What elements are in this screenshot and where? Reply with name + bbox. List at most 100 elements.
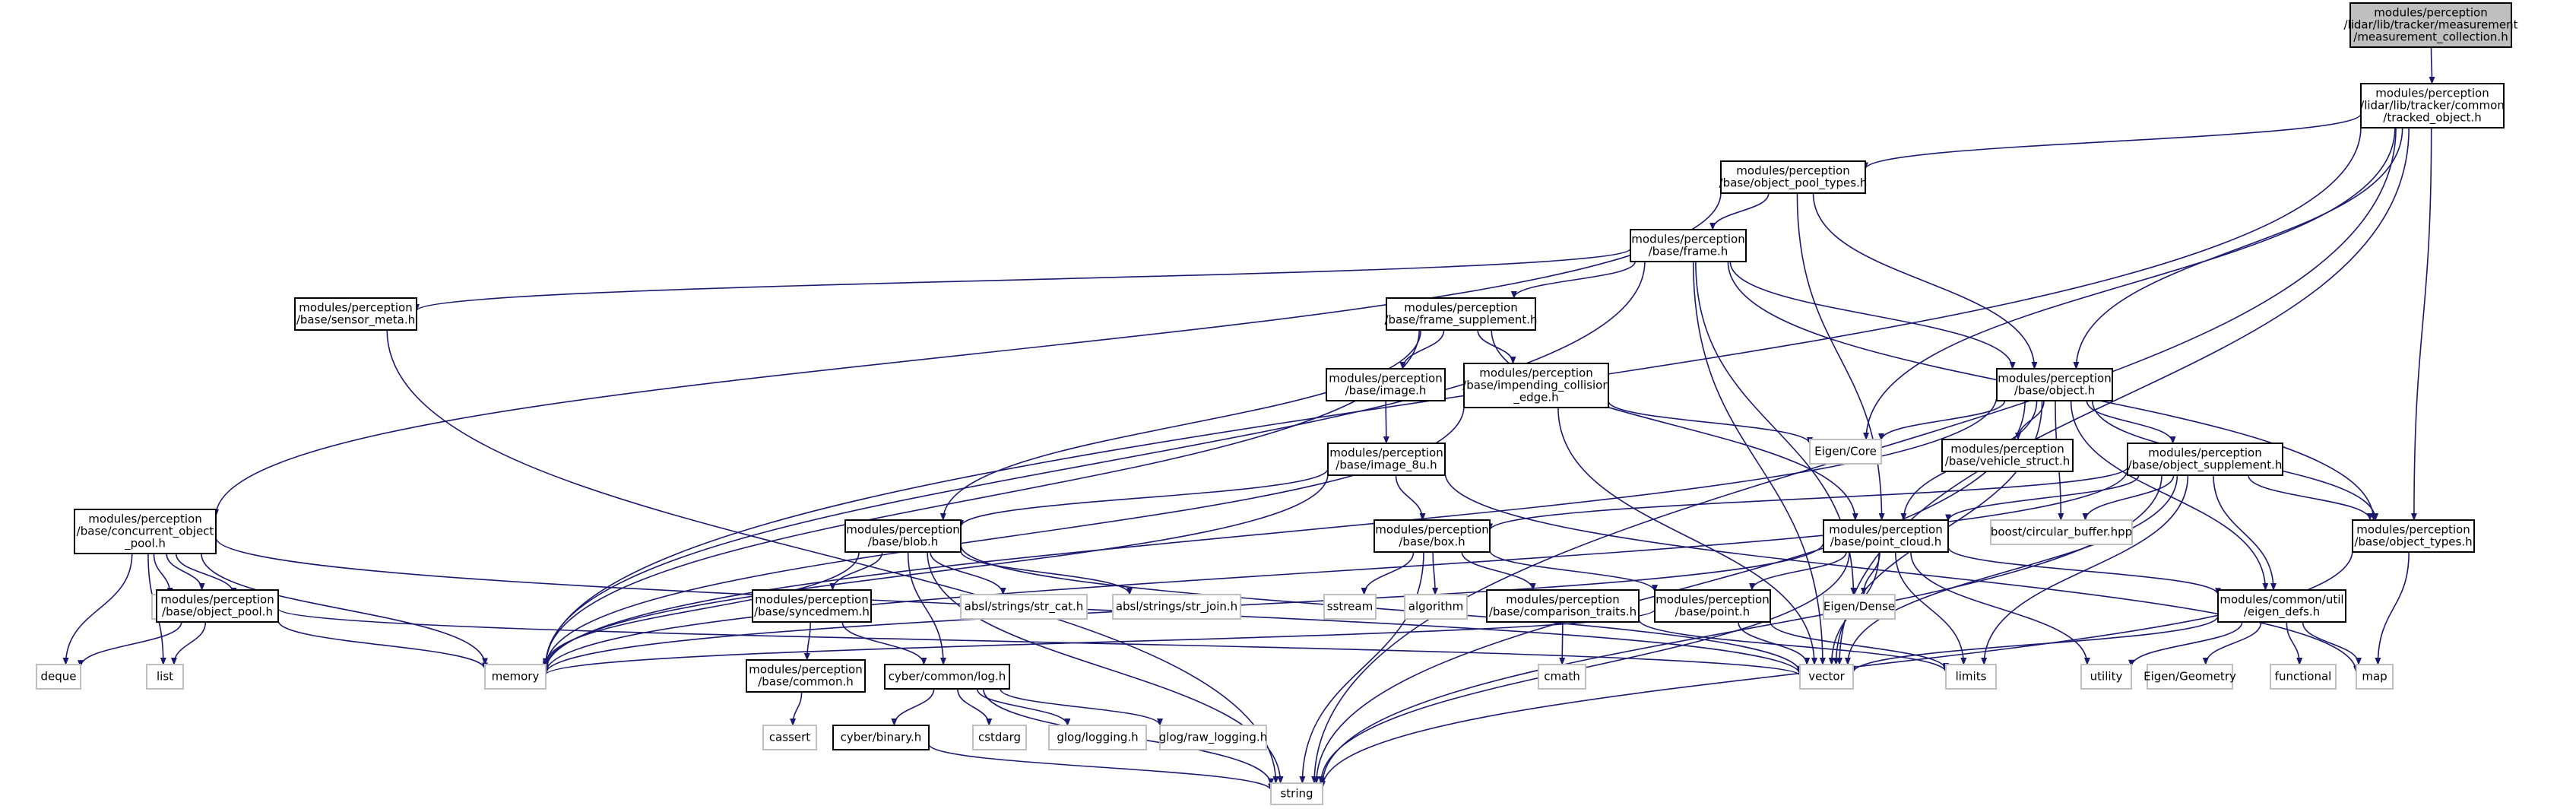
node-label-object_supplement-line-1: /base/object_supplement.h (2128, 458, 2283, 472)
node-box-object_types (2352, 519, 2475, 553)
edge-base_common-to-cassert (790, 691, 803, 726)
node-frame[interactable]: modules/perception/base/frame.h (1630, 229, 1747, 262)
edge-object-to-object_supplement (2086, 400, 2176, 444)
node-sstream: sstream (1323, 594, 1377, 620)
node-label-object_types-line-1: /base/object_types.h (2354, 535, 2472, 549)
node-label-limits-line-0: limits (1956, 669, 1987, 683)
node-cyber_log[interactable]: cyber/common/log.h (884, 664, 1010, 690)
node-comparison_traits[interactable]: modules/perception/base/comparison_trait… (1486, 589, 1640, 623)
node-label-sensor_meta-line-1: /base/sensor_meta.h (296, 312, 415, 327)
node-box-str_join (1112, 594, 1241, 620)
edge-blob-to-memory (543, 551, 860, 667)
edge-eigen_defs-to-eigen_geometry (2202, 621, 2262, 665)
node-box-comparison_traits (1486, 589, 1640, 623)
edge-tracked_object-to-object (2073, 127, 2403, 370)
node-eigen_defs[interactable]: modules/common/util/eigen_defs.h (2217, 589, 2346, 623)
node-utility: utility (2080, 664, 2132, 690)
node-label-tracked_object-line-2: /tracked_object.h (2383, 110, 2481, 125)
node-box[interactable]: modules/perception/base/box.h (1374, 519, 1491, 553)
node-label-syncedmem-line-0: modules/perception (755, 592, 868, 606)
node-tracked_object[interactable]: modules/perception/lidar/lib/tracker/com… (2360, 83, 2505, 128)
node-label-object-line-0: modules/perception (1998, 371, 2111, 385)
edge-frame-to-vector (1692, 261, 1826, 665)
node-map: map (2356, 664, 2394, 690)
node-cassert: cassert (762, 725, 817, 750)
node-box-str_cat (960, 594, 1088, 620)
node-image[interactable]: modules/perception/base/image.h (1326, 368, 1446, 401)
node-image_8u[interactable]: modules/perception/base/image_8u.h (1327, 443, 1446, 476)
node-label-frame-line-1: /base/frame.h (1649, 244, 1728, 258)
node-box-object (1996, 368, 2113, 401)
node-label-concurrent_object_pool-line-2: _pool.h (124, 536, 166, 550)
node-object_supplement[interactable]: modules/perception/base/object_supplemen… (2127, 443, 2283, 476)
node-label-impending_collision_edge-line-1: /base/impending_collision (1462, 378, 1610, 392)
node-vector: vector (1799, 664, 1854, 690)
node-box-utility (2080, 664, 2132, 690)
node-vehicle_struct[interactable]: modules/perception/base/vehicle_struct.h (1941, 439, 2074, 472)
node-str_join: absl/strings/str_join.h (1112, 594, 1241, 620)
node-impending_collision_edge[interactable]: modules/perception/base/impending_collis… (1462, 363, 1610, 408)
node-label-eigen_defs-line-1: /eigen_defs.h (2244, 604, 2320, 619)
edge-point_cloud-to-utility (1910, 551, 2090, 665)
node-memory: memory (484, 664, 547, 690)
edge-object_pool_types-to-frame (1709, 192, 1770, 230)
node-label-vector-line-0: vector (1808, 669, 1845, 683)
node-label-object_supplement-line-0: modules/perception (2148, 446, 2261, 459)
node-label-str_join-line-0: absl/strings/str_join.h (1116, 599, 1237, 614)
edge-image_8u-to-box (1395, 474, 1426, 521)
node-label-frame_supplement-line-1: /base/frame_supplement.h (1384, 312, 1537, 327)
node-object_pool_types[interactable]: modules/perception/base/object_pool_type… (1719, 160, 1868, 194)
node-label-cyber_binary-line-0: cyber/binary.h (841, 730, 922, 744)
node-label-eigen_dense-line-0: Eigen/Dense (1823, 599, 1895, 613)
node-box-syncedmem (752, 589, 872, 623)
node-base_common[interactable]: modules/perception/base/common.h (746, 659, 866, 693)
node-label-concurrent_object_pool-line-0: modules/perception (88, 512, 201, 525)
edge-object_types-to-map (2375, 551, 2410, 665)
edge-object_pool_types-to-concurrent_object_pool (213, 192, 1722, 517)
node-label-point-line-0: modules/perception (1656, 592, 1769, 606)
node-label-vehicle_struct-line-1: /base/vehicle_struct.h (1945, 454, 2071, 468)
edge-frame-to-frame_supplement (1510, 261, 1636, 299)
edge-eigen_defs-to-utility (2128, 621, 2243, 668)
node-syncedmem[interactable]: modules/perception/base/syncedmem.h (752, 589, 872, 623)
edge-tracked_object-to-vector (1836, 127, 2410, 665)
node-label-utility-line-0: utility (2090, 669, 2123, 683)
edge-concurrent_object_pool-to-queue (175, 553, 237, 595)
node-label-memory-line-0: memory (492, 669, 540, 683)
node-label-cyber_log-line-0: cyber/common/log.h (889, 669, 1006, 683)
edge-object-to-eigen_defs (2070, 400, 2269, 591)
node-box-image_8u (1327, 443, 1446, 476)
node-frame_supplement[interactable]: modules/perception/base/frame_supplement… (1384, 297, 1538, 331)
node-sensor_meta[interactable]: modules/perception/base/sensor_meta.h (294, 297, 417, 331)
node-label-tracked_object-line-1: /lidar/lib/tracker/common (2360, 98, 2505, 112)
node-object_pool[interactable]: modules/perception/base/object_pool.h (156, 589, 279, 623)
edge-impending_collision_edge-to-eigen_core (1608, 401, 1813, 445)
node-box-boost_circular_buffer (1990, 519, 2133, 545)
edge-frame-to-sensor_meta (413, 248, 1631, 312)
node-blob[interactable]: modules/perception/base/blob.h (844, 519, 962, 553)
node-point[interactable]: modules/perception/base/point.h (1654, 589, 1771, 623)
node-label-glog_raw_logging-line-0: glog/raw_logging.h (1159, 730, 1267, 744)
node-object[interactable]: modules/perception/base/object.h (1996, 368, 2113, 401)
node-label-base_common-line-1: /base/common.h (758, 674, 853, 688)
node-label-frame_supplement-line-0: modules/perception (1404, 300, 1517, 314)
node-box-cyber_binary (832, 725, 930, 750)
node-label-point-line-1: /base/point.h (1675, 604, 1750, 618)
node-concurrent_object_pool[interactable]: modules/perception/base/concurrent_objec… (74, 509, 217, 554)
edge-tracked_object-to-object_types (2410, 127, 2432, 521)
node-label-cmath-line-0: cmath (1544, 669, 1580, 683)
node-boost_circular_buffer: boost/circular_buffer.hpp (1990, 519, 2133, 545)
node-label-image_8u-line-0: modules/perception (1329, 446, 1443, 459)
node-box-eigen_dense (1823, 594, 1896, 620)
node-label-measurement_collection-line-0: modules/perception (2374, 5, 2487, 19)
node-object_types[interactable]: modules/perception/base/object_types.h (2352, 519, 2475, 553)
node-point_cloud[interactable]: modules/perception/base/point_cloud.h (1823, 519, 1949, 553)
node-label-object_pool-line-1: /base/object_pool.h (162, 604, 273, 619)
edge-point_cloud-to-limits (1894, 551, 1967, 665)
node-eigen_dense: Eigen/Dense (1823, 594, 1896, 620)
node-cyber_binary[interactable]: cyber/binary.h (832, 725, 930, 750)
node-cmath: cmath (1538, 664, 1586, 690)
node-measurement_collection[interactable]: modules/perception/lidar/lib/tracker/mea… (2344, 2, 2518, 48)
node-box-vehicle_struct (1941, 439, 2074, 472)
